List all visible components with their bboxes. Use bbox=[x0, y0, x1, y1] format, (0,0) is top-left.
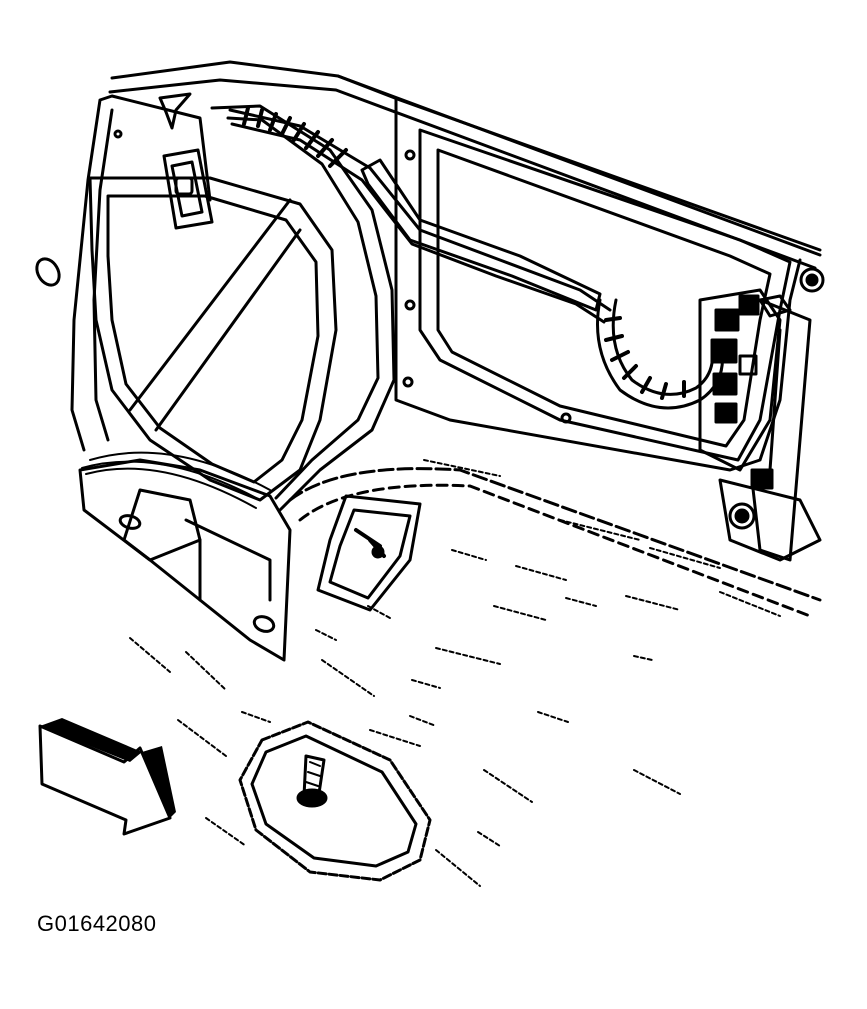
harness-ribs bbox=[242, 106, 348, 168]
trim-slot-1 bbox=[118, 514, 142, 530]
window-screw-4 bbox=[560, 412, 572, 424]
trim-slot-2 bbox=[252, 615, 276, 633]
sill-edge-2 bbox=[298, 483, 812, 618]
retainer-pocket bbox=[316, 494, 422, 612]
rear-bolt-top-inner bbox=[805, 273, 819, 287]
window-screw-3 bbox=[402, 376, 414, 388]
rear-pillar-bracket bbox=[750, 298, 812, 562]
opening-diagonal-2 bbox=[154, 228, 302, 432]
rear-bolt-bottom-inner bbox=[734, 508, 750, 524]
retainer-pocket-inner bbox=[328, 508, 412, 600]
trim-edge-wires bbox=[81, 451, 271, 509]
right-down-arrow-icon bbox=[38, 718, 176, 836]
harness-loop-ribs bbox=[604, 316, 686, 400]
screw-pocket-inner bbox=[250, 734, 418, 868]
clip-tab bbox=[158, 92, 192, 130]
screw-fastener bbox=[296, 754, 328, 808]
quarter-window-inner bbox=[418, 128, 792, 462]
screw-pocket bbox=[238, 720, 432, 882]
window-screw-1 bbox=[404, 149, 416, 161]
quarter-window-frame bbox=[394, 98, 802, 472]
pillar-bolt bbox=[113, 129, 123, 139]
roof-inner-line bbox=[108, 78, 817, 270]
rear-bolt-bottom bbox=[728, 502, 756, 530]
door-opening-frame bbox=[88, 176, 338, 502]
rear-bolt-top bbox=[799, 267, 825, 293]
lower-trim-step bbox=[122, 488, 202, 562]
carpet-texture bbox=[129, 459, 781, 887]
latch-bracket-inner bbox=[170, 160, 204, 218]
figure-id-label: G01642080 bbox=[37, 911, 157, 936]
opening-diagonal bbox=[128, 198, 292, 412]
connector-block bbox=[698, 288, 792, 472]
harness-loop-inner bbox=[611, 298, 715, 396]
lower-trim-fold bbox=[184, 518, 272, 602]
rear-pillar-bracket-2 bbox=[718, 478, 822, 562]
left-pillar-panel bbox=[70, 94, 212, 452]
harness-conduit bbox=[360, 158, 602, 312]
sill-edge bbox=[288, 467, 822, 602]
roof-edge-line bbox=[110, 60, 822, 257]
wiring-harness-tube-lower bbox=[230, 122, 606, 324]
door-opening-inner bbox=[106, 194, 320, 484]
top-corner-line bbox=[336, 74, 822, 252]
latch-bracket bbox=[162, 148, 214, 230]
pillar-hole bbox=[35, 257, 61, 287]
retainer-fastener-head bbox=[371, 545, 385, 559]
window-screw-2 bbox=[404, 299, 416, 311]
quarter-window-inner-2 bbox=[436, 148, 772, 448]
wiring-harness-tube bbox=[228, 108, 612, 312]
rear-clip bbox=[750, 468, 774, 490]
